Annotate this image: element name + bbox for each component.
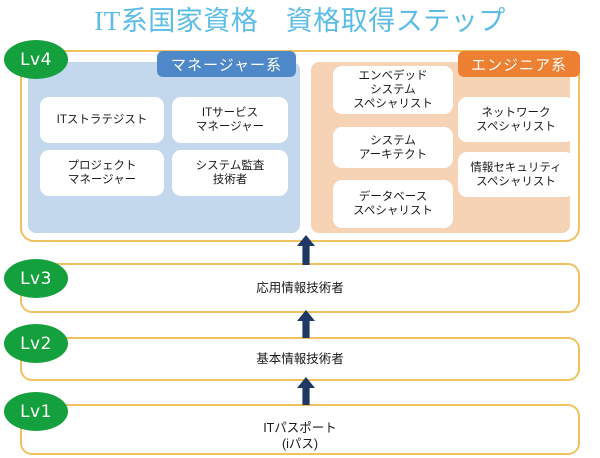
level-badge-lv1: Lv1 [4, 392, 68, 431]
level-lv2-label: 基本情報技術者 [256, 352, 344, 366]
arrow-up-icon [297, 377, 315, 405]
cert-card[interactable]: ITサービス マネージャー [172, 97, 288, 143]
arrow-up-icon [297, 310, 315, 338]
cert-card[interactable]: 情報セキュリティ スペシャリスト [458, 152, 574, 197]
cert-card[interactable]: システム アーキテクト [333, 127, 453, 168]
cert-card[interactable]: エンベデッド システム スペシャリスト [333, 66, 453, 114]
level-badge-lv2: Lv2 [4, 324, 68, 363]
manager-track-panel [28, 62, 300, 233]
cert-card[interactable]: データベース スペシャリスト [333, 180, 453, 228]
level-badge-lv4: Lv4 [4, 40, 68, 79]
manager-track-header: マネージャー系 [157, 51, 296, 77]
cert-card[interactable]: システム監査 技術者 [172, 150, 288, 196]
arrow-up-icon [297, 235, 315, 265]
level-row-lv4 [20, 50, 580, 242]
level-badge-lv3: Lv3 [4, 259, 68, 298]
level-row-lv1 [20, 404, 580, 455]
page-title: IT系国家資格 資格取得ステップ [94, 6, 506, 36]
level-lv1-label: ITパスポート (iパス) [263, 421, 337, 451]
level-lv3-label: 応用情報技術者 [256, 281, 344, 295]
cert-card[interactable]: ITストラテジスト [40, 97, 164, 143]
cert-card[interactable]: プロジェクト マネージャー [40, 150, 164, 196]
cert-card[interactable]: ネットワーク スペシャリスト [458, 97, 574, 142]
engineer-track-header: エンジニア系 [458, 51, 580, 77]
